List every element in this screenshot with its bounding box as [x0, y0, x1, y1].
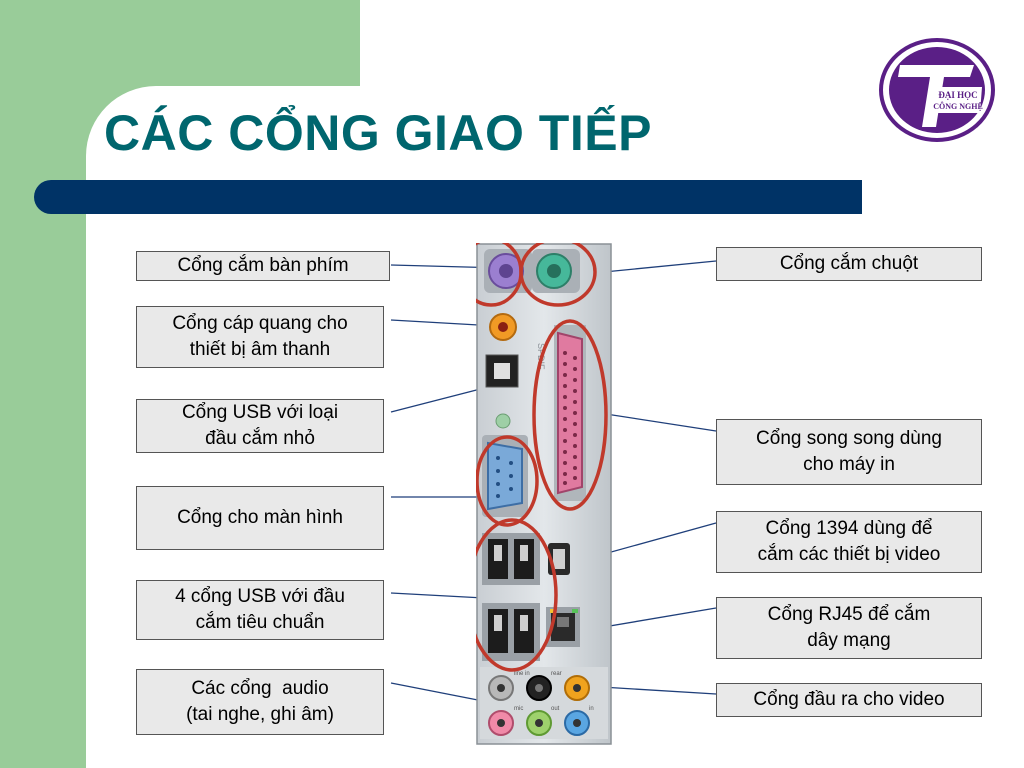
label-firewire-port: Cổng 1394 dùng để cắm các thiết bị video — [716, 511, 982, 573]
label-monitor-port: Cổng cho màn hình — [136, 486, 384, 550]
label-audio-ports: Các cổng audio (tai nghe, ghi âm) — [136, 669, 384, 735]
label-rj45-port: Cổng RJ45 để cắm dây mạng — [716, 597, 982, 659]
audio-jacks: line in rear mic out in — [480, 667, 608, 739]
in-mark: in — [589, 706, 594, 712]
label-parallel-port: Cổng song song dùng cho máy in — [716, 419, 982, 485]
label-video-out-port: Cổng đầu ra cho video — [716, 683, 982, 717]
title-underline-bar — [34, 180, 862, 214]
coaxial-spdif-port — [489, 313, 517, 341]
label-mini-usb-port: Cổng USB với loại đầu cắm nhỏ — [136, 399, 384, 453]
out-mark: out — [551, 706, 560, 712]
highlight-circles — [476, 243, 608, 672]
logo-text-line2: CÔNG NGHỆ — [933, 101, 983, 111]
usb-ports — [482, 533, 540, 661]
university-logo: ĐẠI HỌC CÔNG NGHỆ — [879, 38, 995, 142]
label-optical-port: Cổng cáp quang cho thiết bị âm thanh — [136, 306, 384, 368]
logo-text-line1: ĐẠI HỌC — [938, 90, 977, 100]
ps2-mouse-port — [532, 249, 580, 293]
io-back-panel: SPDIF — [476, 243, 612, 745]
label-usb-ports: 4 cổng USB với đầu cắm tiêu chuẩn — [136, 580, 384, 640]
line-in-mark: line in — [514, 671, 530, 677]
mic-mark: mic — [514, 706, 523, 712]
slide-title: CÁC CỔNG GIAO TIẾP — [104, 105, 652, 161]
rear-mark: rear — [551, 671, 562, 677]
background-green-strip — [0, 0, 86, 768]
label-keyboard-port: Cổng cắm bàn phím — [136, 251, 390, 281]
label-mouse-port: Cổng cắm chuột — [716, 247, 982, 281]
monitor-port — [482, 435, 528, 517]
parallel-port — [554, 325, 586, 501]
optical-port — [485, 354, 519, 388]
